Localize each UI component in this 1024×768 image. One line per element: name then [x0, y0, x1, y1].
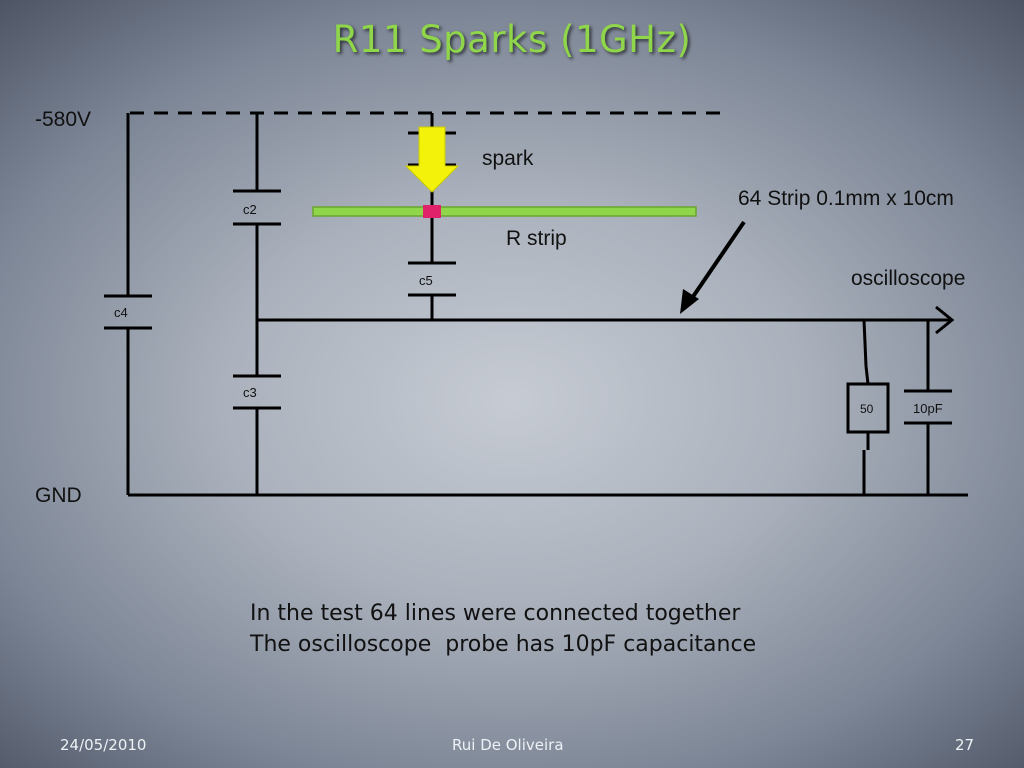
capacitor-10pf — [904, 320, 952, 495]
body-line-1: In the test 64 lines were connected toge… — [250, 601, 741, 626]
spark-arrow-icon — [404, 126, 460, 193]
capacitor-c3 — [233, 320, 281, 495]
strip-annotation-arrow — [686, 220, 746, 306]
footer-date: 24/05/2010 — [60, 736, 147, 754]
spark-point — [423, 205, 441, 218]
body-line-2: The oscilloscope probe has 10pF capacita… — [250, 632, 757, 657]
c5-label: c5 — [419, 273, 433, 288]
capacitor-c5 — [408, 211, 456, 320]
footer-author: Rui De Oliveira — [452, 736, 564, 754]
c4-label: c4 — [114, 305, 128, 320]
probe-cap-label: 10pF — [913, 401, 943, 416]
resistor-label: 50 — [860, 402, 874, 416]
ground-label: GND — [35, 484, 82, 507]
slide-body: In the test 64 lines were connected toge… — [250, 598, 756, 660]
capacitor-c4 — [104, 113, 152, 495]
oscilloscope-label: oscilloscope — [851, 267, 965, 290]
strip-spec-label: 64 Strip 0.1mm x 10cm — [738, 187, 954, 210]
slide-title: R11 Sparks (1GHz) — [332, 18, 692, 61]
strip-annotation-arrowhead-icon — [680, 289, 699, 314]
capacitor-c2 — [233, 113, 281, 320]
spark-label: spark — [482, 147, 534, 170]
footer-page-number: 27 — [955, 736, 975, 754]
voltage-label: -580V — [35, 108, 91, 131]
resistor-50 — [846, 319, 890, 495]
c2-label: c2 — [243, 202, 257, 217]
c3-label: c3 — [243, 385, 257, 400]
strip-bar — [312, 206, 697, 217]
r-strip-label: R strip — [506, 227, 567, 250]
oscilloscope-arrow-icon — [935, 305, 955, 335]
